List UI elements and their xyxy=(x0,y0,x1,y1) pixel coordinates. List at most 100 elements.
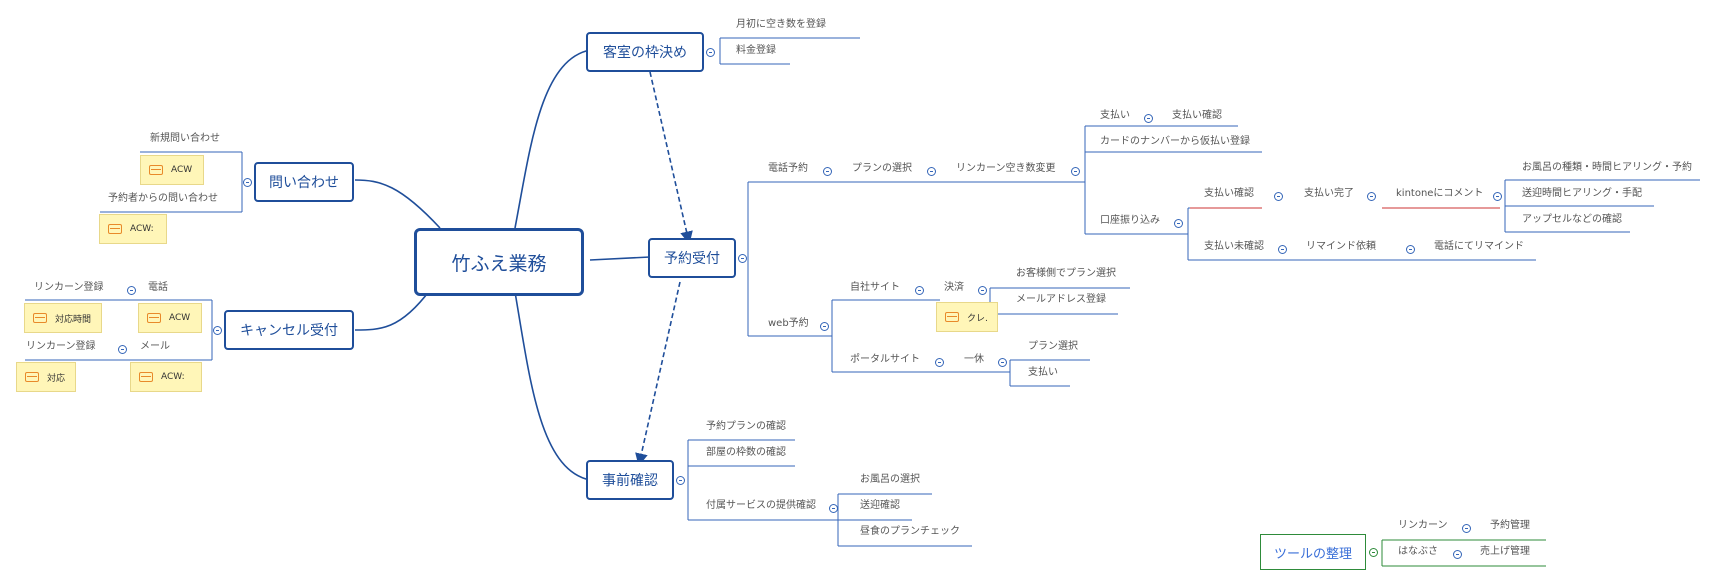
note-label: ACW: xyxy=(161,372,185,382)
web-payment: 支払い xyxy=(1028,367,1058,378)
arrow-reservation-to-precheck xyxy=(635,281,681,467)
collapse-icon[interactable] xyxy=(1144,114,1153,123)
phone-unconfirmed: 支払い未確認 xyxy=(1204,241,1264,252)
collapse-icon[interactable] xyxy=(118,345,127,354)
web-own-site: 自社サイト xyxy=(850,282,900,293)
collapse-icon[interactable] xyxy=(978,286,987,295)
phone-reservation: 電話予約 xyxy=(768,163,808,174)
collapse-icon[interactable] xyxy=(1278,245,1287,254)
precheck-sub: 送迎確認 xyxy=(860,500,900,511)
phone-hear: お風呂の種類・時間ヒアリング・予約 xyxy=(1522,162,1692,173)
topic-tools[interactable]: ツールの整理 xyxy=(1260,534,1366,570)
web-portal: ポータルサイト xyxy=(850,354,920,365)
collapse-icon[interactable] xyxy=(1071,167,1080,176)
phone-bank-confirm: 支払い確認 xyxy=(1204,188,1254,199)
phone-bank: 口座振り込み xyxy=(1100,215,1160,226)
topic-room-label: 客室の枠決め xyxy=(603,45,687,61)
tool-hanabusa: はなぶさ xyxy=(1398,546,1438,557)
edge-center-inquiry xyxy=(354,179,441,229)
cancel-item: リンカーン登録 xyxy=(26,341,96,352)
collapse-icon[interactable] xyxy=(738,254,747,263)
precheck-item: 部屋の枠数の確認 xyxy=(706,447,786,458)
collapse-icon[interactable] xyxy=(213,326,222,335)
collapse-icon[interactable] xyxy=(927,167,936,176)
collapse-icon[interactable] xyxy=(1462,524,1471,533)
room-item: 月初に空き数を登録 xyxy=(736,19,826,30)
topic-precheck-label: 事前確認 xyxy=(602,473,658,489)
edge-center-cancel xyxy=(354,289,431,331)
edge-center-room xyxy=(514,49,591,229)
collapse-icon[interactable] xyxy=(1453,550,1462,559)
note-response[interactable]: 対応 xyxy=(16,362,76,392)
precheck-item: 付属サービスの提供確認 xyxy=(706,500,816,511)
topic-inquiry[interactable]: 問い合わせ xyxy=(254,162,354,202)
collapse-icon[interactable] xyxy=(915,286,924,295)
phone-card: カードのナンバーから仮払い登録 xyxy=(1100,136,1250,147)
note-acw[interactable]: ACW xyxy=(140,155,204,185)
phone-hear: アップセルなどの確認 xyxy=(1522,214,1622,225)
note-acw[interactable]: ACW: xyxy=(130,362,202,392)
note-icon xyxy=(33,313,47,323)
web-cust-plan: お客様側でプラン選択 xyxy=(1016,268,1116,279)
topic-inquiry-label: 問い合わせ xyxy=(269,175,339,191)
note-response-time[interactable]: 対応時間 xyxy=(24,303,102,333)
edge-center-reservation xyxy=(589,256,651,261)
note-label: ACW xyxy=(171,165,193,175)
topic-reservation-label: 予約受付 xyxy=(664,251,720,267)
collapse-icon[interactable] xyxy=(1367,192,1376,201)
precheck-sub: 昼食のプランチェック xyxy=(860,526,960,537)
phone-plan: プランの選択 xyxy=(852,163,912,174)
collapse-icon[interactable] xyxy=(829,504,838,513)
collapse-icon[interactable] xyxy=(127,286,136,295)
phone-bank-done: 支払い完了 xyxy=(1304,188,1354,199)
arrow-room-to-reservation xyxy=(649,71,693,245)
room-item: 料金登録 xyxy=(736,45,776,56)
collapse-icon[interactable] xyxy=(1274,192,1283,201)
web-settle: 決済 xyxy=(944,282,964,293)
collapse-icon[interactable] xyxy=(820,322,829,331)
collapse-icon[interactable] xyxy=(1406,245,1415,254)
topic-tools-label: ツールの整理 xyxy=(1273,546,1352,562)
note-icon xyxy=(945,312,959,322)
collapse-icon[interactable] xyxy=(676,476,685,485)
edge-center-precheck xyxy=(514,291,591,481)
center-topic[interactable]: 竹ふえ業務 xyxy=(414,228,584,296)
note-acw[interactable]: ACW: xyxy=(99,214,167,244)
note-label: 対応時間 xyxy=(55,314,92,325)
note-card[interactable]: クレ. xyxy=(936,302,998,332)
inquiry-item: 予約者からの問い合わせ xyxy=(108,193,218,204)
topic-room[interactable]: 客室の枠決め xyxy=(586,32,704,72)
topic-precheck[interactable]: 事前確認 xyxy=(586,460,674,500)
phone-kintone: kintoneにコメント xyxy=(1396,188,1484,199)
collapse-icon[interactable] xyxy=(998,358,1007,367)
note-icon xyxy=(149,165,163,175)
note-acw[interactable]: ACW xyxy=(138,303,202,333)
web-mail: メールアドレス登録 xyxy=(1016,294,1106,305)
phone-pay: 支払い xyxy=(1100,110,1130,121)
web-plan-select: プラン選択 xyxy=(1028,341,1078,352)
precheck-item: 予約プランの確認 xyxy=(706,421,786,432)
web-ikkyu: 一休 xyxy=(964,354,984,365)
collapse-icon[interactable] xyxy=(1174,219,1183,228)
collapse-icon[interactable] xyxy=(935,358,944,367)
topic-reservation[interactable]: 予約受付 xyxy=(648,238,736,278)
precheck-sub: お風呂の選択 xyxy=(860,474,920,485)
phone-lincoln: リンカーン空き数変更 xyxy=(956,163,1056,174)
tool-sales-mgmt: 売上げ管理 xyxy=(1480,546,1530,557)
note-label: ACW: xyxy=(130,224,154,234)
center-topic-label: 竹ふえ業務 xyxy=(451,252,547,275)
collapse-icon[interactable] xyxy=(243,178,252,187)
collapse-icon[interactable] xyxy=(1493,192,1502,201)
phone-hear: 送迎時間ヒアリング・手配 xyxy=(1522,188,1642,199)
phone-pay-confirm: 支払い確認 xyxy=(1172,110,1222,121)
collapse-icon[interactable] xyxy=(706,48,715,57)
phone-remind: リマインド依頼 xyxy=(1306,241,1376,252)
collapse-icon[interactable] xyxy=(823,167,832,176)
topic-cancel[interactable]: キャンセル受付 xyxy=(224,310,354,350)
collapse-icon[interactable] xyxy=(1369,548,1378,557)
tool-lincoln: リンカーン xyxy=(1398,520,1448,531)
topic-cancel-label: キャンセル受付 xyxy=(240,323,338,339)
note-icon xyxy=(25,372,39,382)
phone-phone-remind: 電話にてリマインド xyxy=(1434,241,1524,252)
